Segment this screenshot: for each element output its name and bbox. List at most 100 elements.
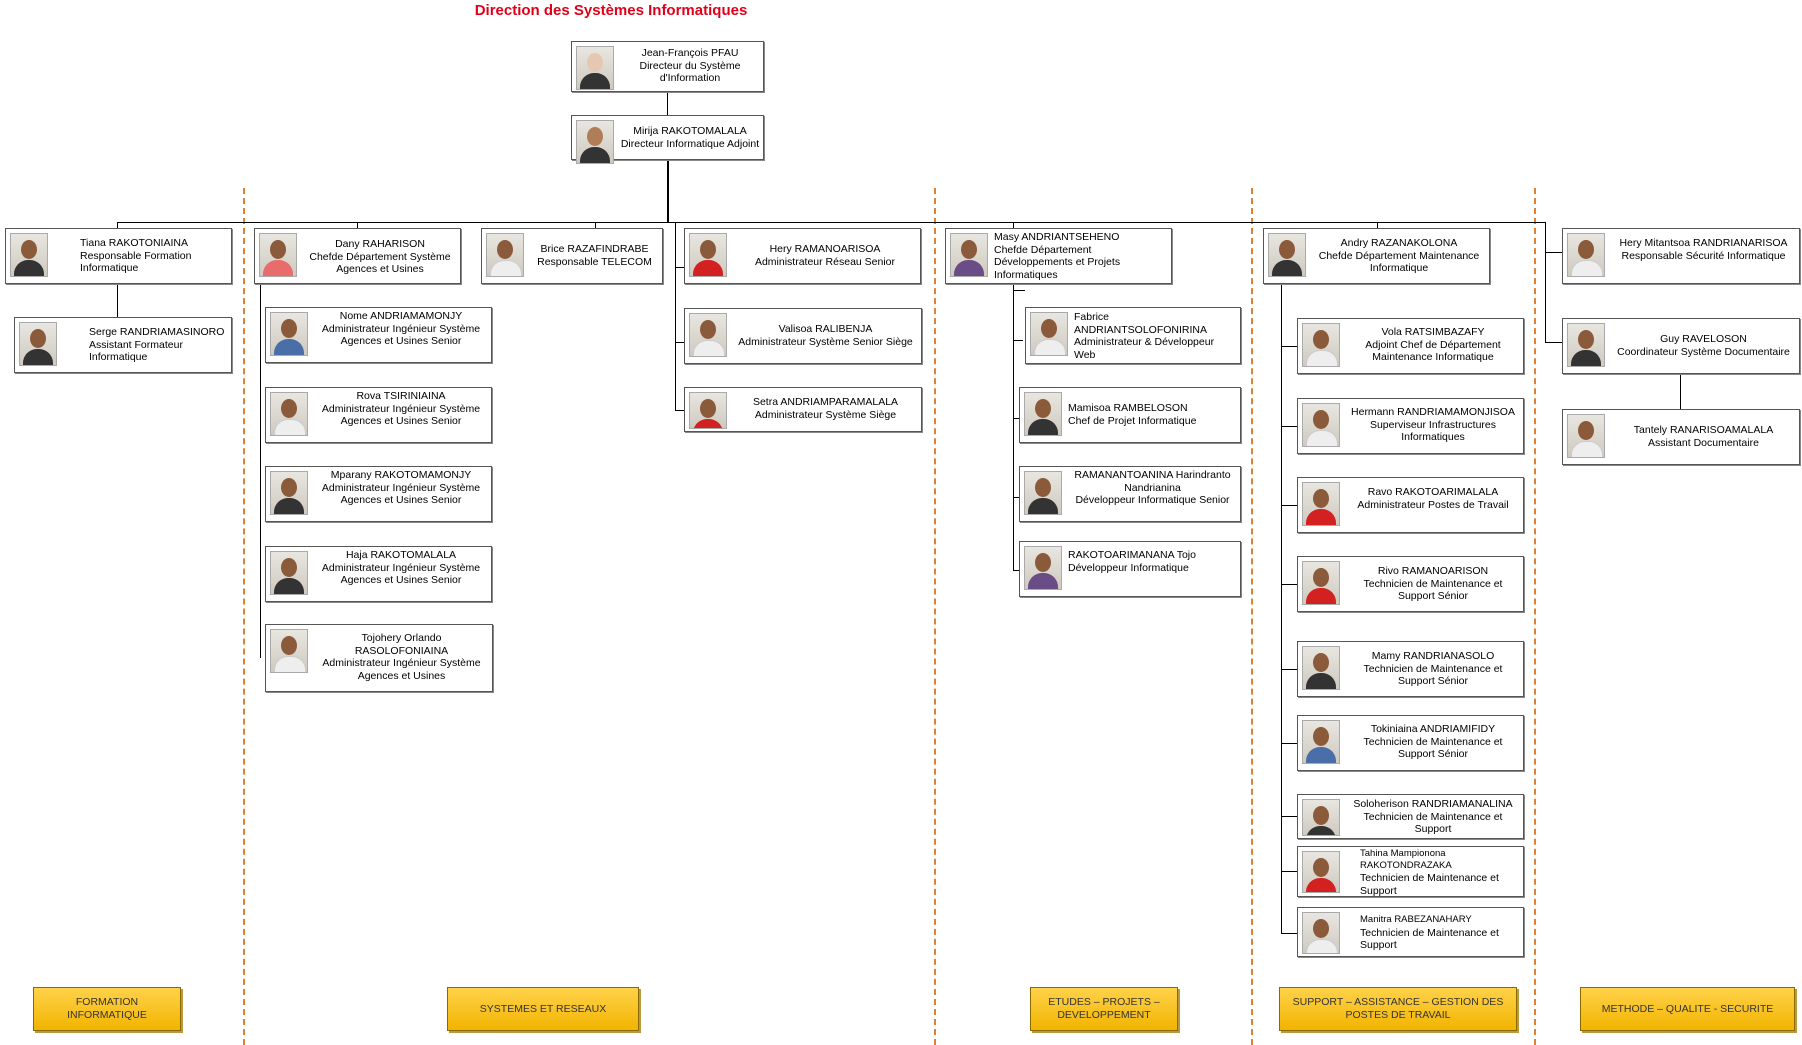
- person-name: Masy ANDRIANTSEHENO: [994, 231, 1120, 243]
- person-role: Directeur du Système d'Information: [639, 59, 741, 85]
- connector: [1545, 342, 1562, 343]
- person-role: Directeur Informatique Adjoint: [620, 137, 760, 150]
- portrait-photo: [1567, 323, 1605, 367]
- person-role: Superviseur Infrastructures Informatique…: [1369, 418, 1497, 444]
- connector: [1013, 222, 1014, 228]
- person-name: Andry RAZANAKOLONA: [1340, 237, 1458, 249]
- portrait-photo: [689, 313, 727, 357]
- portrait-photo: [1567, 414, 1605, 458]
- person-role: Responsable Sécurité Informatique: [1621, 249, 1786, 262]
- person-name: Rivo RAMANOARISON: [1377, 565, 1489, 577]
- person-name: RAKOTOARIMANANA Tojo: [1068, 549, 1196, 561]
- person-role: Administrateur Ingénieur Système Agences…: [321, 561, 481, 587]
- connector: [1013, 570, 1021, 571]
- person-name: Guy RAVELOSON: [1660, 333, 1747, 345]
- person-name: Tokiniaina ANDRIAMIFIDY: [1370, 723, 1496, 735]
- connector: [1013, 290, 1025, 291]
- divider-1: [243, 188, 245, 1045]
- person-role: Développeur Informatique: [1068, 561, 1189, 574]
- connector: [1013, 418, 1021, 419]
- portrait-photo: [1302, 912, 1340, 954]
- person-name: Nome ANDRIAMAMONJY: [339, 310, 463, 322]
- person-role: Administrateur Réseau Senior: [754, 255, 896, 268]
- connector: [667, 160, 669, 222]
- person-role: Chefde Département Développements et Pro…: [994, 243, 1121, 281]
- portrait-photo: [1302, 323, 1340, 367]
- connector: [1281, 816, 1297, 817]
- person-name: Soloherison RANDRIAMANALINA: [1353, 798, 1513, 810]
- person-name: Mirija RAKOTOMALALA: [633, 125, 747, 137]
- person-name: Hermann RANDRIAMAMONJISOA: [1351, 406, 1515, 418]
- connector: [117, 222, 118, 228]
- portrait-photo: [270, 312, 308, 356]
- chart-title: Direction des Systèmes Informatiques: [474, 2, 748, 19]
- connector: [1013, 290, 1014, 570]
- portrait-photo: [259, 233, 297, 277]
- connector: [1281, 505, 1297, 506]
- connector: [1281, 284, 1282, 934]
- portrait-photo: [1024, 392, 1062, 436]
- portrait-photo: [689, 392, 727, 429]
- portrait-photo: [689, 233, 727, 277]
- person-role: Technicien de Maintenance et Support Sén…: [1363, 735, 1503, 761]
- portrait-photo: [1302, 403, 1340, 447]
- person-name: Haja RAKOTOMALALA: [345, 549, 457, 561]
- person-role: Administrateur Ingénieur Système Agences…: [321, 322, 481, 348]
- portrait-photo: [1024, 546, 1062, 590]
- portrait-photo: [270, 629, 308, 673]
- portrait-photo: [19, 322, 57, 366]
- person-role: Administrateur Postes de Travail: [1357, 498, 1509, 511]
- connector: [595, 222, 596, 228]
- person-role: Responsable Formation Informatique: [80, 249, 192, 275]
- person-role: Assistant Formateur Informatique: [89, 338, 183, 364]
- connector: [675, 222, 676, 410]
- person-name: Jean-François PFAU: [641, 47, 739, 59]
- portrait-photo: [1024, 471, 1062, 515]
- person-name: Brice RAZAFINDRABE: [540, 243, 649, 255]
- person-name: Tahina Mampionona RAKOTONDRAZAKA: [1360, 848, 1452, 871]
- person-role: Responsable TELECOM: [537, 255, 652, 268]
- connector: [1680, 372, 1681, 409]
- connector: [1013, 340, 1023, 341]
- portrait-photo: [270, 551, 308, 595]
- connector: [1281, 426, 1297, 427]
- category-methode: METHODE – QUALITE - SECURITE: [1580, 987, 1795, 1031]
- connector: [117, 284, 118, 317]
- connector: [675, 410, 685, 411]
- person-name: Serge RANDRIAMASINORO: [89, 326, 225, 338]
- person-role: Administrateur Système Siège: [754, 408, 897, 421]
- connector: [117, 222, 1545, 223]
- connector: [675, 267, 685, 268]
- portrait-photo: [1302, 799, 1340, 836]
- connector: [1013, 284, 1014, 290]
- portrait-photo: [1302, 561, 1340, 605]
- person-name: Dany RAHARISON: [335, 238, 425, 250]
- connector: [1281, 871, 1297, 872]
- connector: [1545, 252, 1562, 253]
- person-name: Tiana RAKOTONIAINA: [80, 237, 188, 249]
- portrait-photo: [1030, 312, 1068, 356]
- portrait-photo: [1302, 646, 1340, 690]
- category-etudes: ETUDES – PROJETS – DEVELOPPEMENT: [1030, 987, 1178, 1031]
- person-role: Adjoint Chef de Département Maintenance …: [1365, 338, 1501, 364]
- connector: [1377, 222, 1378, 228]
- portrait-photo: [270, 471, 308, 515]
- divider-4: [1534, 188, 1536, 1045]
